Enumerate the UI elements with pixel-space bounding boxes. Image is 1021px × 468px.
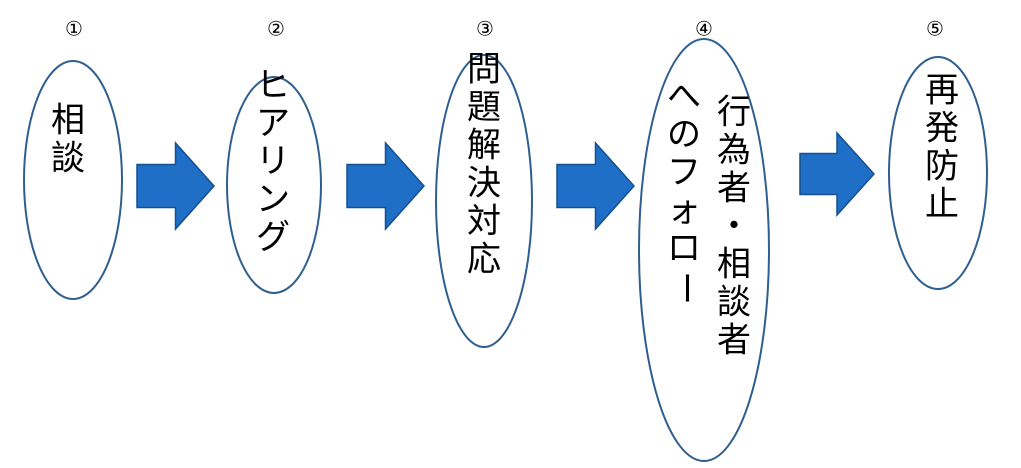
step-label-char: 問 [467,50,501,90]
step-label-char: フ [667,153,701,193]
step-number: ⑤ [926,17,944,41]
step-label-char: ー [666,271,706,305]
step-ellipse [435,54,533,348]
step-ellipse [226,76,322,294]
step-label-char: 為 [717,131,751,171]
step-number: ④ [695,17,713,41]
step-label-char: 対 [467,202,501,242]
step-label-char: 相 [51,101,85,141]
step-label-column: 相談 [51,101,85,179]
step-label-char: へ [667,77,701,117]
step-label-char: ヒ [256,66,290,106]
arrows-layer [136,131,876,231]
step-label-char: 応 [467,240,501,280]
step-label-char: 者 [717,169,751,209]
step-label-char: ア [256,104,290,144]
step-label-char: 止 [925,185,959,225]
step-label-char: 決 [467,164,501,204]
step-ellipse [23,60,123,300]
step-label-column: 行為者・相談者 [717,93,751,361]
step-label-char: 談 [51,139,85,179]
step-label-char: 再 [925,71,959,111]
step-number: ③ [476,17,494,41]
step-label-char: 発 [925,109,959,149]
step-label-char: 題 [467,88,501,128]
step-label-char: 解 [467,126,501,166]
step-label-char: ン [256,180,290,220]
step-label-char: 行 [717,93,751,133]
arrow-right-icon [346,141,426,231]
step-label-char: 相 [717,245,751,285]
step-number: ① [65,17,83,41]
arrow-right-icon [136,141,216,231]
arrow-right-icon [556,141,636,231]
step-ellipse [888,56,988,290]
arrow-right-icon [799,131,876,217]
step-1: ① 相談 [23,17,123,300]
step-label-char: リ [256,142,290,182]
step-label-char: グ [256,218,290,258]
step-ellipse [638,38,770,462]
step-label-char: ・ [717,207,751,247]
step-label-char: ロ [667,229,701,269]
step-label-char: 者 [717,321,751,361]
step-label-char: 防 [925,147,959,187]
step-number: ② [267,17,285,41]
step-label-char: の [667,115,701,155]
step-label-char: 談 [717,283,751,323]
step-label-char: ォ [667,191,701,231]
